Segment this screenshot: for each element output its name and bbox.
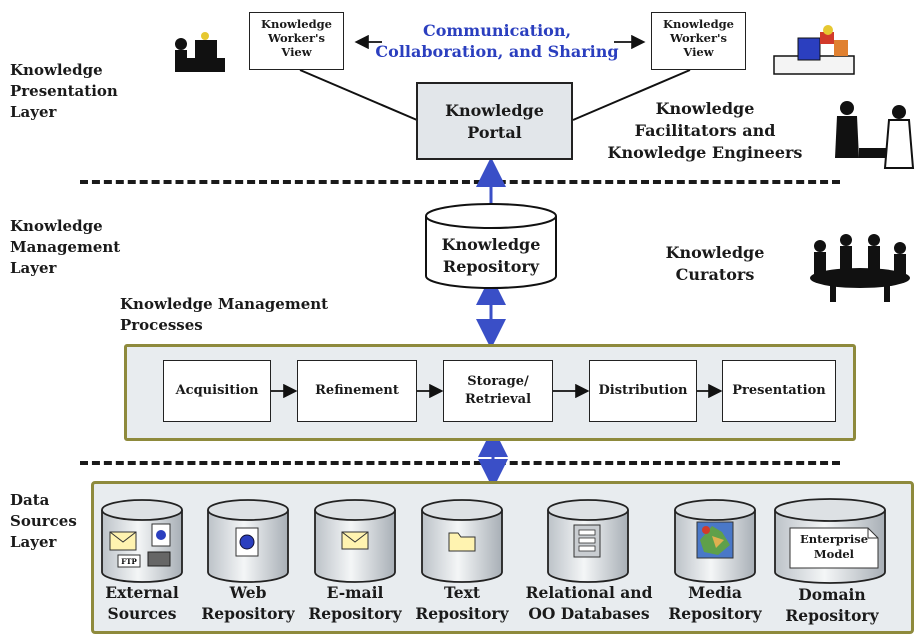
facilitators-clipart — [835, 101, 915, 169]
web-repository-label: Web Repository — [201, 583, 295, 623]
email-repository-label: E-mail Repository — [308, 583, 402, 623]
folder-icon — [448, 532, 476, 552]
curators-clipart — [810, 234, 910, 302]
knowledge-portal: Knowledge Portal — [416, 82, 573, 160]
data-sources-layer-label: Data Sources Layer — [10, 491, 77, 551]
database-table-icon — [573, 524, 601, 558]
communication-label: Communication, Collaboration, and Sharin… — [375, 21, 619, 61]
presentation-separator — [80, 180, 840, 184]
relational-databases-label: Relational and OO Databases — [525, 583, 653, 623]
worker-right-clipart — [773, 25, 855, 75]
envelope-icon — [341, 531, 369, 550]
enterprise-model-text: Enterprise Model — [799, 532, 869, 561]
external-sources-icon: FTP — [109, 523, 171, 568]
worker-left-clipart — [175, 32, 225, 72]
external-sources-label: External Sources — [105, 583, 179, 623]
ftp-text: FTP — [121, 557, 137, 566]
right-worker-view: Knowledge Worker's View — [651, 12, 746, 70]
left-view-link — [299, 69, 418, 121]
process-presentation: Presentation — [722, 360, 836, 422]
curators-label: Knowledge Curators — [665, 243, 765, 284]
process-refinement: Refinement — [297, 360, 417, 422]
left-worker-view: Knowledge Worker's View — [249, 12, 344, 70]
right-view-link — [572, 69, 691, 121]
text-repository-label: Text Repository — [415, 583, 509, 623]
process-acquisition: Acquisition — [163, 360, 271, 422]
repository-label: Knowledge Repository — [441, 235, 541, 276]
management-layer-label: Knowledge Management Layer — [10, 217, 121, 277]
repository-cylinder — [425, 203, 557, 289]
presentation-layer-label: Knowledge Presentation Layer — [10, 61, 118, 121]
web-page-icon — [235, 527, 259, 557]
process-distribution: Distribution — [589, 360, 697, 422]
processes-title: Knowledge Management Processes — [120, 295, 329, 334]
domain-repository-label: Domain Repository — [785, 585, 879, 625]
data-separator — [80, 461, 840, 465]
facilitators-label: Knowledge Facilitators and Knowledge Eng… — [607, 99, 803, 162]
media-repository-label: Media Repository — [668, 583, 762, 623]
map-image-icon — [696, 521, 734, 559]
process-storage-retrieval: Storage/ Retrieval — [443, 360, 553, 422]
document-icon — [789, 527, 879, 569]
